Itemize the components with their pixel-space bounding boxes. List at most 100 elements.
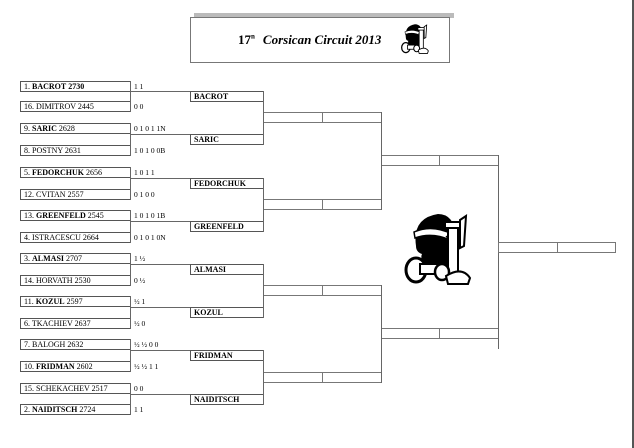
page-edge [632, 0, 634, 448]
corsican-moor-chess-logo [404, 212, 472, 286]
player-seed: 7. [24, 340, 30, 349]
player-name: NAIDITSCH [32, 405, 78, 414]
match-score: 1 1 [134, 82, 144, 91]
bracket-line [130, 178, 190, 179]
winner-box: GREENFELD [190, 221, 264, 232]
bracket-line [263, 350, 264, 405]
match-score: ½ 0 [134, 319, 146, 328]
bracket-line [130, 253, 131, 286]
match-score: 1 0 1 0 1B [134, 211, 166, 220]
winner-box: FEDORCHUK [190, 178, 264, 189]
qf-slot-name [263, 285, 323, 296]
match-score: 0 1 0 1 1N [134, 124, 166, 133]
edition-number: 17 [238, 32, 251, 47]
player-rating: 2631 [64, 146, 81, 155]
player-seed: 10. [24, 362, 34, 371]
player-rating: 2664 [82, 233, 99, 242]
winner-box: KOZUL [190, 307, 264, 318]
bracket-line [263, 178, 264, 232]
player-rating: 2724 [79, 405, 96, 414]
player-name: HORVATH [36, 276, 73, 285]
player-entry: 11. KOZUL 2597 [20, 296, 131, 307]
player-name: FRIDMAN [36, 362, 75, 371]
player-name: CVITAN [36, 190, 66, 199]
player-name: ALMASI [32, 254, 65, 263]
player-name: BALOGH [32, 340, 66, 349]
player-seed: 14. [24, 276, 34, 285]
bracket-line [263, 264, 264, 318]
qf-slot-score [322, 285, 382, 296]
player-name: SARIC [32, 124, 57, 133]
final-slot-name [498, 242, 558, 253]
final-slot-score [557, 242, 616, 253]
bracket-line [130, 91, 190, 92]
player-rating: 2545 [87, 211, 104, 220]
match-score: ½ 1 [134, 297, 146, 306]
match-score: 0 0 [134, 384, 144, 393]
sf-slot-name [381, 155, 440, 166]
match-score: 1 0 1 0 0B [134, 146, 166, 155]
player-name: KOZUL [35, 297, 65, 306]
bracket-line [130, 307, 190, 308]
qf-slot-name [263, 372, 323, 383]
bracket-line [130, 296, 131, 329]
player-name: SCHEKACHEV [36, 384, 90, 393]
player-name: DIMITROV [36, 102, 76, 111]
bracket-line [263, 91, 264, 145]
corsican-moor-logo-small [401, 24, 429, 54]
qf-slot-score [322, 199, 382, 210]
player-entry: 16. DIMITROV 2445 [20, 101, 131, 112]
bracket-line [130, 134, 190, 135]
player-rating: 2530 [74, 276, 91, 285]
player-name: FEDORCHUK [32, 168, 84, 177]
player-rating: 2557 [67, 190, 84, 199]
bracket-line [130, 81, 131, 112]
bracket-line [130, 394, 190, 395]
player-entry: 12. CVITAN 2557 [20, 189, 131, 200]
player-seed: 5. [24, 168, 30, 177]
match-score: 0 1 0 0 [134, 190, 155, 199]
match-score: 1 1 [134, 405, 144, 414]
player-rating: 2628 [58, 124, 75, 133]
bracket-line [130, 167, 131, 200]
player-name: BACROT [32, 82, 67, 91]
player-seed: 9. [24, 124, 30, 133]
match-score: ½ ½ 0 0 [134, 340, 159, 349]
match-score: ½ ½ 1 1 [134, 362, 159, 371]
qf-slot-name [263, 199, 323, 210]
qf-slot-name [263, 112, 323, 123]
match-score: 0 1 0 1 0N [134, 233, 166, 242]
player-entry: 1. BACROT 2730 [20, 81, 131, 92]
player-entry: 8. POSTNY 2631 [20, 145, 131, 156]
player-entry: 15. SCHEKACHEV 2517 [20, 383, 131, 394]
match-score: 0 0 [134, 102, 144, 111]
bracket-line [130, 264, 190, 265]
match-score: 0 ½ [134, 276, 146, 285]
bracket-line [130, 383, 131, 415]
player-rating: 2637 [74, 319, 91, 328]
bracket-line [130, 123, 131, 156]
match-score: 1 ½ [134, 254, 146, 263]
edition-suffix: n [251, 32, 255, 41]
winner-box: FRIDMAN [190, 350, 264, 361]
bracket-line [381, 285, 382, 383]
player-name: GREENFELD [36, 211, 86, 220]
player-rating: 2597 [66, 297, 83, 306]
qf-slot-score [322, 372, 382, 383]
player-entry: 6. TKACHIEV 2637 [20, 318, 131, 329]
player-seed: 1. [24, 82, 30, 91]
winner-box: SARIC [190, 134, 264, 145]
player-entry: 14. HORVATH 2530 [20, 275, 131, 286]
title-shadow [194, 13, 454, 18]
player-seed: 6. [24, 319, 30, 328]
player-rating: 2632 [67, 340, 84, 349]
player-seed: 12. [24, 190, 34, 199]
qf-slot-score [322, 112, 382, 123]
match-score: 1 0 1 1 [134, 168, 155, 177]
bracket-line [130, 339, 131, 372]
player-name: ISTRACESCU [32, 233, 81, 242]
winner-box: BACROT [190, 91, 264, 102]
player-rating: 2445 [77, 102, 94, 111]
player-rating: 2517 [91, 384, 108, 393]
player-entry: 2. NAIDITSCH 2724 [20, 404, 131, 415]
